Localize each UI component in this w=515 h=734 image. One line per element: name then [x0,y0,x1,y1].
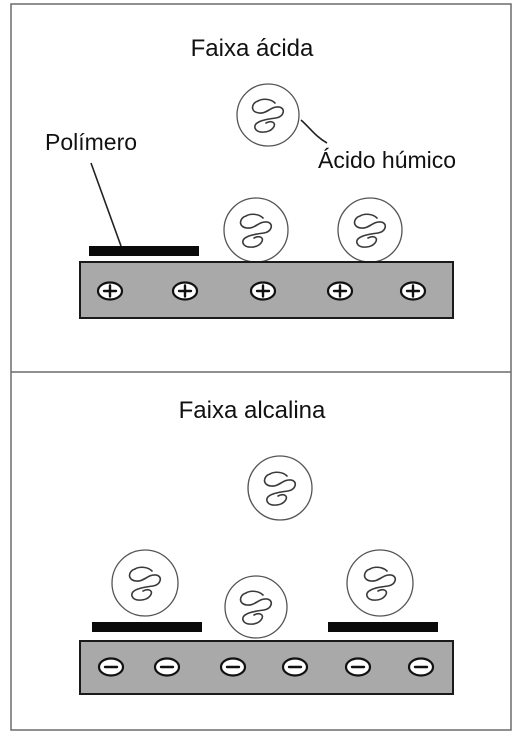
polymer-bound-humic-molecule [111,549,179,617]
molecule-outline [346,549,414,617]
plus-charge-icon [171,281,199,301]
molecule-outline [223,197,289,263]
plus-charge-icon [326,281,354,301]
plus-charge-icon [249,281,277,301]
molecule-outline [224,575,288,639]
molecule-outline [247,455,313,521]
alkaline-panel: Faixa alcalina [79,397,454,695]
negative-charges [97,657,435,677]
molecule-outline [111,549,179,617]
humic-acid-leader-line [300,119,328,144]
molecule-outline [236,83,300,147]
near-surface-humic-molecule [224,575,288,639]
polymer-strip [89,246,199,256]
minus-charge-icon [219,657,247,677]
humic-acid-label: Ácido húmico [318,147,456,173]
minus-charge-icon [407,657,435,677]
acid-panel-title: Faixa ácida [191,35,314,62]
molecule-outline [337,197,403,263]
plus-charge-icon [96,281,124,301]
polymer-strip [328,622,438,632]
negative-surface [79,640,454,695]
polymer-label: Polímero [45,129,137,155]
polymer-strip [92,622,202,632]
minus-charge-icon [97,657,125,677]
diagram-frame [10,3,512,731]
minus-charge-icon [153,657,181,677]
alkaline-panel-title: Faixa alcalina [179,397,326,424]
adsorbed-humic-molecule [337,197,403,263]
plus-charge-icon [399,281,427,301]
acid-panel: Faixa ácida Polímero Ácido húmico [45,35,456,319]
adsorbed-humic-molecule [223,197,289,263]
minus-charge-icon [344,657,372,677]
polymer-leader-line [90,162,122,247]
floating-humic-molecule [236,83,300,147]
polymer-bound-humic-molecule [346,549,414,617]
minus-charge-icon [281,657,309,677]
floating-humic-molecule [247,455,313,521]
positive-charges [96,281,427,301]
